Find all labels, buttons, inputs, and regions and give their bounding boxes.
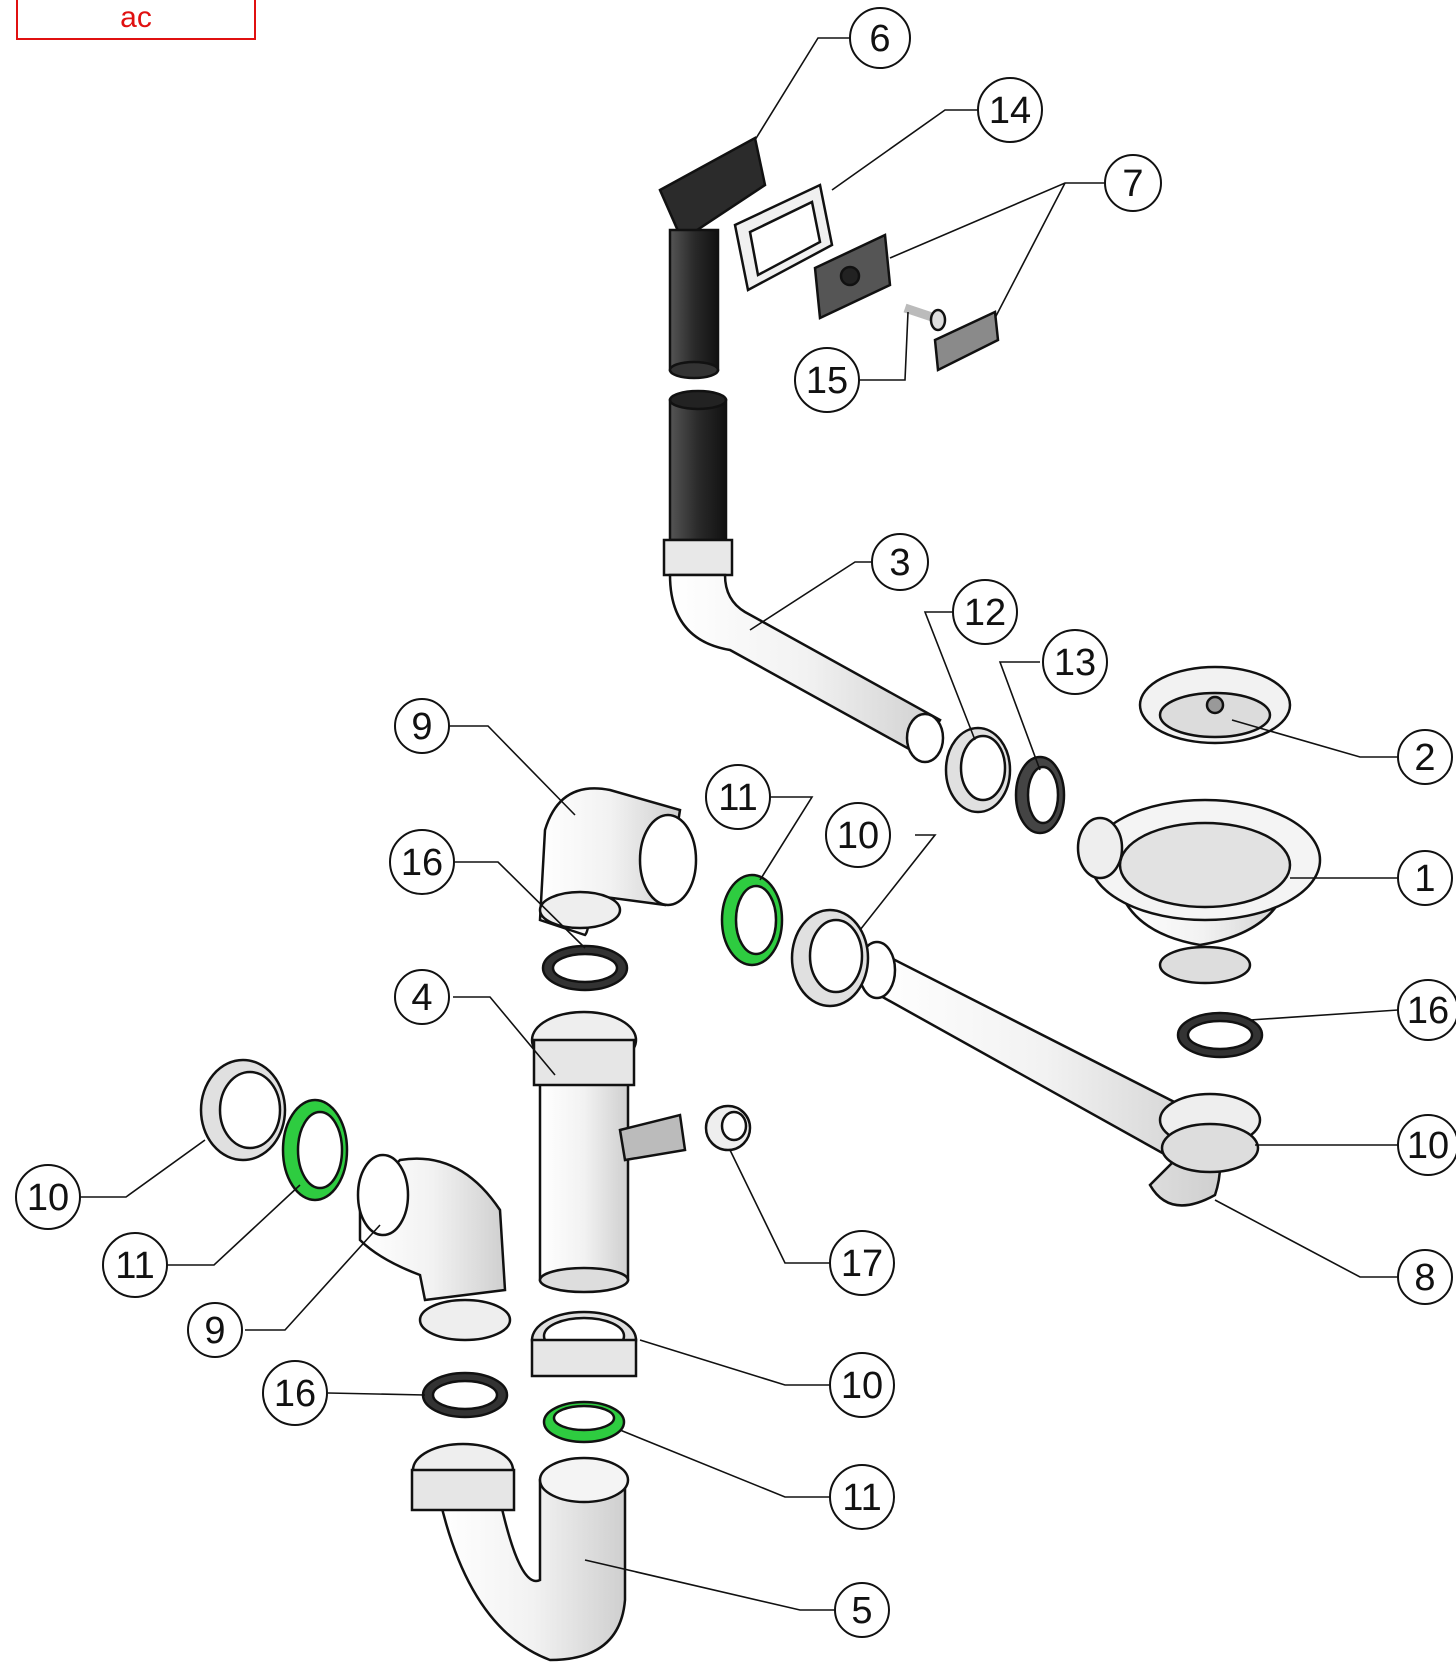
svg-text:16: 16 <box>1407 990 1449 1032</box>
callout-11-lower: 11 <box>829 1464 895 1530</box>
part-16-washer-right <box>1176 1011 1264 1059</box>
svg-text:9: 9 <box>204 1310 225 1352</box>
part-9-elbow-upper <box>538 787 698 937</box>
corner-tag: ac <box>16 0 256 40</box>
part-11-seal-left <box>281 1098 349 1202</box>
callout-16-upper: 16 <box>389 829 455 895</box>
svg-text:11: 11 <box>842 1477 881 1519</box>
part-6-overflow-head <box>658 136 767 380</box>
callout-bubbles: 6 14 7 15 3 12 13 2 9 11 10 1 16 4 16 10… <box>15 7 1456 1638</box>
svg-text:1: 1 <box>1414 858 1435 900</box>
callout-14: 14 <box>977 77 1043 143</box>
part-14-frame-gasket <box>733 183 834 292</box>
callout-1: 1 <box>1397 850 1453 906</box>
svg-text:15: 15 <box>806 360 848 402</box>
svg-text:9: 9 <box>411 706 432 748</box>
callout-7: 7 <box>1104 154 1162 212</box>
part-10-nut-middle <box>530 1310 638 1378</box>
callout-11-upper: 11 <box>705 764 771 830</box>
callout-15: 15 <box>794 347 860 413</box>
part-17-cap <box>704 1104 752 1152</box>
part-8-drain-pipe <box>857 940 1262 1207</box>
callout-2: 2 <box>1397 729 1453 785</box>
callout-9-upper: 9 <box>394 698 450 754</box>
part-11-seal-upper <box>720 873 784 967</box>
svg-text:11: 11 <box>718 777 757 819</box>
callout-11-left: 11 <box>102 1232 168 1298</box>
svg-text:11: 11 <box>115 1245 154 1287</box>
callout-9-lower: 9 <box>187 1302 243 1358</box>
part-11-seal-lower <box>542 1400 626 1444</box>
callout-10-middle: 10 <box>829 1352 895 1418</box>
svg-text:13: 13 <box>1054 642 1096 684</box>
svg-text:2: 2 <box>1414 737 1435 779</box>
callout-12: 12 <box>952 579 1018 645</box>
svg-text:17: 17 <box>841 1243 883 1285</box>
svg-text:16: 16 <box>274 1373 316 1415</box>
callout-5: 5 <box>834 1582 890 1638</box>
part-7-cover-plate <box>813 233 1000 372</box>
part-2-strainer-basket <box>1138 665 1292 745</box>
callout-10-left: 10 <box>15 1164 81 1230</box>
part-13-seal-ring <box>1014 755 1066 835</box>
svg-text:10: 10 <box>1407 1125 1449 1167</box>
svg-text:10: 10 <box>27 1177 69 1219</box>
part-9-elbow-lower <box>356 1153 512 1342</box>
part-4-tee <box>530 1010 687 1294</box>
svg-text:16: 16 <box>401 842 443 884</box>
part-10-nut-left <box>199 1058 287 1162</box>
svg-text:6: 6 <box>869 18 890 60</box>
svg-text:14: 14 <box>989 90 1031 132</box>
callout-10-upper: 10 <box>825 802 891 868</box>
leader-lines <box>80 37 1400 1611</box>
callout-17: 17 <box>829 1230 895 1296</box>
callout-16-lower: 16 <box>262 1360 328 1426</box>
part-10-nut-upper <box>790 908 870 1008</box>
svg-text:5: 5 <box>851 1590 872 1632</box>
callout-3: 3 <box>871 533 929 591</box>
svg-text:7: 7 <box>1122 163 1143 205</box>
callout-6: 6 <box>849 7 911 69</box>
part-1-sink-outlet <box>1076 798 1322 985</box>
callout-13: 13 <box>1042 629 1108 695</box>
part-16-washer-lower <box>421 1371 509 1419</box>
svg-text:8: 8 <box>1414 1257 1435 1299</box>
svg-text:10: 10 <box>841 1365 883 1407</box>
part-5-trap <box>410 1442 630 1662</box>
part-3-overflow-pipe <box>662 389 945 764</box>
callout-16-right: 16 <box>1397 979 1456 1041</box>
svg-text:4: 4 <box>411 977 432 1019</box>
callout-10-right: 10 <box>1397 1114 1456 1176</box>
callout-8: 8 <box>1397 1249 1453 1305</box>
svg-text:10: 10 <box>837 815 879 857</box>
svg-text:3: 3 <box>889 542 910 584</box>
part-12-nut <box>944 726 1012 814</box>
part-15-screw <box>903 303 947 332</box>
svg-text:12: 12 <box>964 592 1006 634</box>
callout-4: 4 <box>394 969 450 1025</box>
part-16-washer-upper <box>541 944 629 992</box>
